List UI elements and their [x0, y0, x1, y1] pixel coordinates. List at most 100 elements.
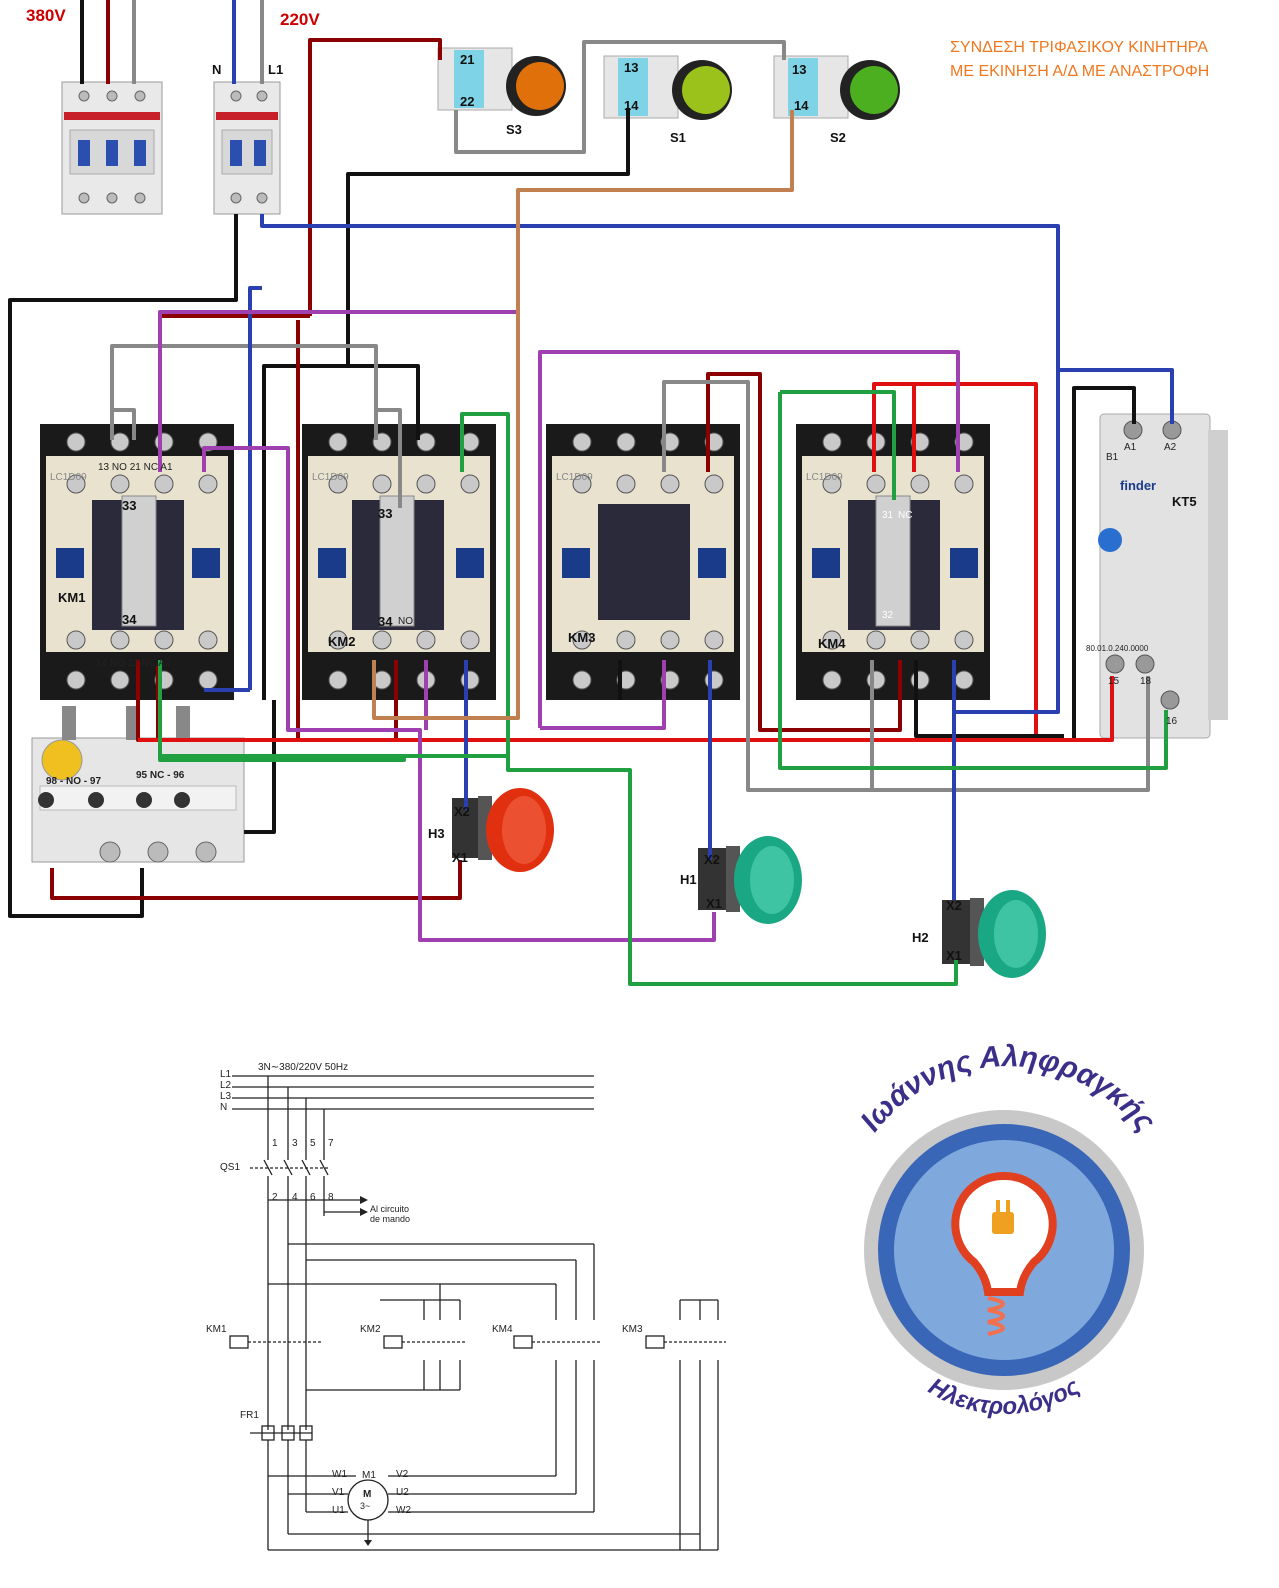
terminal-screw	[460, 630, 480, 650]
terminal-screw	[660, 630, 680, 650]
terminal-screw	[822, 630, 842, 650]
s2-label: S2	[830, 130, 846, 145]
electrician-logo	[864, 1110, 1144, 1390]
schematic-qs1: QS1	[220, 1162, 241, 1173]
km4-aux-nc: NC	[898, 510, 913, 521]
power-schematic	[229, 1075, 726, 1551]
voltage-220-label: 220V	[280, 10, 320, 29]
terminal-screw	[704, 474, 724, 494]
h3-x2: X2	[454, 804, 470, 819]
km4-aux-top: 31	[882, 510, 894, 521]
s3-terminal-bottom: 22	[460, 94, 475, 109]
terminal-screw	[954, 670, 974, 690]
overload-relay-body	[31, 706, 245, 863]
motor-w2: W2	[396, 1505, 411, 1516]
qs1-bottom-6: 6	[310, 1192, 316, 1203]
breaker-n-label: N	[212, 62, 222, 77]
terminal-screw	[616, 474, 636, 494]
supply-wires	[80, 0, 264, 84]
terminal-screw	[198, 670, 218, 690]
qs1-top-5: 5	[310, 1138, 316, 1149]
overload-nc-label: 95 NC - 96	[136, 770, 185, 781]
terminal-screw	[110, 630, 130, 650]
km2-aux-no: NO	[398, 616, 413, 627]
motor-w1: W1	[332, 1469, 347, 1480]
motor-v1: V1	[332, 1487, 345, 1498]
s1-terminal-top: 13	[624, 60, 639, 75]
schematic-supply: 3N∼380/220V 50Hz	[258, 1062, 349, 1073]
terminal-screw	[866, 670, 886, 690]
h1-x1: X1	[706, 896, 722, 911]
km2-model: LC1D09	[312, 472, 349, 483]
km2-label: KM2	[328, 634, 356, 649]
km4-model: LC1D09	[806, 472, 843, 483]
terminal-screw	[660, 474, 680, 494]
qs1-top-1: 1	[272, 1138, 278, 1149]
terminal-screw	[416, 630, 436, 650]
schematic-km4: KM4	[492, 1324, 513, 1335]
terminal-screw	[66, 670, 86, 690]
schematic-km2: KM2	[360, 1324, 381, 1335]
terminal-screw	[822, 670, 842, 690]
terminal-screw	[704, 670, 724, 690]
terminal-screw	[154, 474, 174, 494]
motor-v2: V2	[396, 1469, 409, 1480]
terminal-screw	[954, 630, 974, 650]
terminal-screw	[460, 474, 480, 494]
timer-b1: B1	[1106, 452, 1119, 463]
timer-brand: finder	[1120, 478, 1157, 493]
motor-phase: 3~	[360, 1501, 371, 1511]
qs1-top-3: 3	[292, 1138, 298, 1149]
three-phase-breaker	[61, 81, 163, 215]
terminal-screw	[328, 630, 348, 650]
terminal-screw	[616, 432, 636, 452]
qs1-bottom-8: 8	[328, 1192, 334, 1203]
motor-symbol: M	[363, 1489, 372, 1500]
contactor-km1-body	[40, 424, 234, 700]
control-wires	[8, 38, 1174, 986]
terminal-screw	[110, 670, 130, 690]
schematic-fr1: FR1	[240, 1410, 259, 1421]
terminal-screw	[460, 670, 480, 690]
title-line-1: ΣΥΝΔΕΣΗ ΤΡΙΦΑΣΙΚΟΥ ΚΙΝΗΤΗΡΑ	[950, 39, 1208, 56]
terminal-screw	[110, 474, 130, 494]
schematic-km3: KM3	[622, 1324, 643, 1335]
overload-no-label: 98 - NO - 97	[46, 776, 102, 787]
terminal-screw	[866, 630, 886, 650]
s2-terminal-top: 13	[792, 62, 807, 77]
km1-label: KM1	[58, 590, 86, 605]
title-line-2: ΜΕ ΕΚΙΝΗΣΗ Α/Δ ΜΕ ΑΝΑΣΤΡΟΦΗ	[950, 63, 1210, 80]
motor-u2: U2	[396, 1487, 409, 1498]
terminal-screw	[198, 474, 218, 494]
single-phase-breaker	[213, 81, 281, 215]
terminal-screw	[328, 474, 348, 494]
timer-a1: A1	[1124, 442, 1137, 453]
km1-top-terminal-labels: 13 NO 21 NC A1	[98, 462, 173, 473]
km2-aux-top: 33	[378, 506, 393, 521]
terminal-screw	[416, 474, 436, 494]
km1-aux-bottom: 34	[122, 612, 137, 627]
terminal-screw	[372, 474, 392, 494]
km1-bottom-terminal-labels: 14 NO 22 NC A2	[96, 658, 171, 669]
terminal-screw	[66, 474, 86, 494]
lamp-h3-body	[452, 788, 554, 872]
km4-label: KM4	[818, 636, 846, 651]
voltage-380-label: 380V	[26, 6, 66, 25]
terminal-screw	[866, 474, 886, 494]
terminal-screw	[66, 630, 86, 650]
terminal-screw	[328, 670, 348, 690]
timer-model: 80.01.0.240.0000	[1086, 644, 1149, 653]
terminal-screw	[572, 432, 592, 452]
km3-label: KM3	[568, 630, 596, 645]
terminal-screw	[572, 670, 592, 690]
timer-kt5-body	[1098, 413, 1228, 739]
schematic-l3: L3	[220, 1091, 232, 1102]
km1-aux-top: 33	[122, 498, 137, 513]
terminal-screw	[416, 432, 436, 452]
timer-label: KT5	[1172, 494, 1197, 509]
control-note-2: de mando	[370, 1214, 411, 1224]
terminal-screw	[910, 670, 930, 690]
terminal-screw	[198, 630, 218, 650]
qs1-top-7: 7	[328, 1138, 334, 1149]
